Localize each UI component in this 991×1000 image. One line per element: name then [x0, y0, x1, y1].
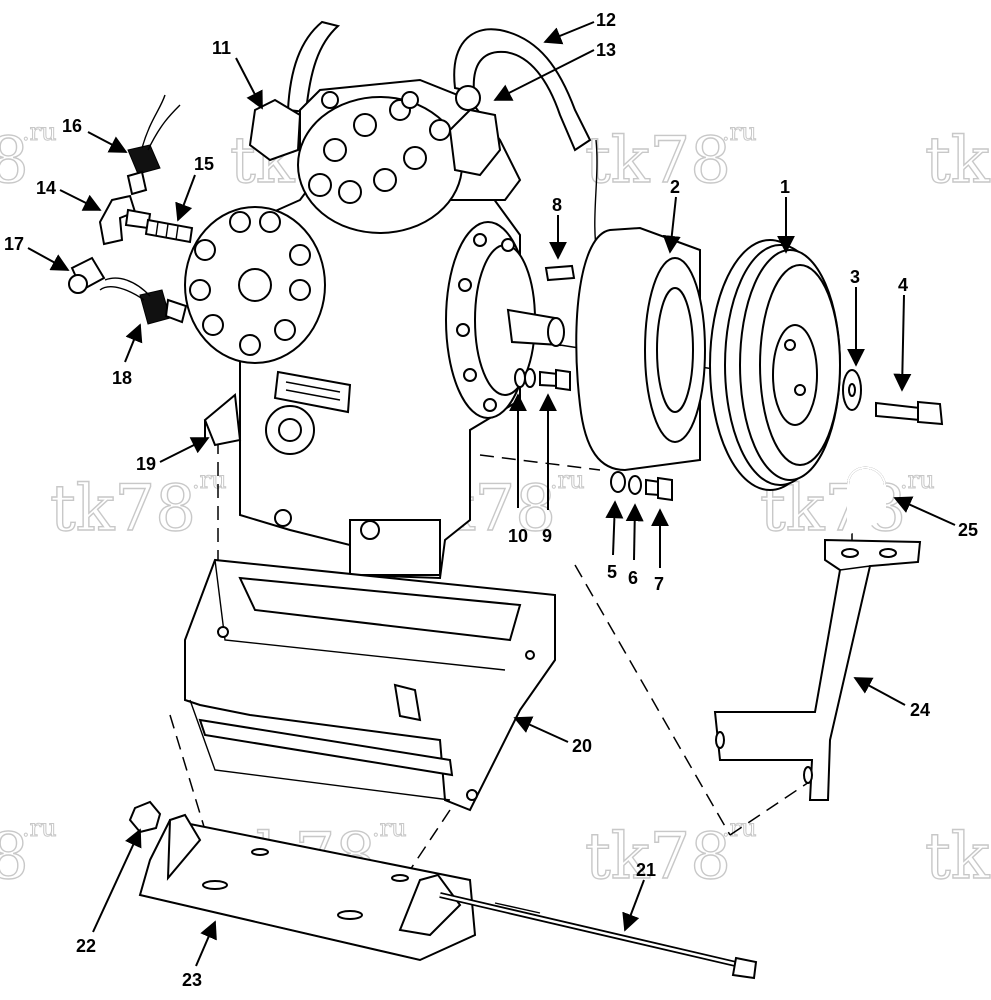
mount-tube [198, 718, 454, 777]
watermark-suffix: .ru [22, 118, 57, 146]
callout-15: 15 [194, 154, 214, 174]
callout-16: 16 [62, 116, 82, 136]
callout-2: 2 [670, 177, 680, 197]
mount-bracket-20 [184, 558, 556, 812]
watermark-suffix: .ru [192, 466, 227, 494]
callout-14: 14 [36, 178, 56, 198]
callout-18: 18 [112, 368, 132, 388]
callout-20: 20 [572, 736, 592, 756]
callout-1: 1 [780, 177, 790, 197]
bolt-4 [875, 400, 944, 426]
lockwasher-5-6 [610, 471, 642, 495]
callout-12: 12 [596, 10, 616, 30]
callout-17: 17 [4, 234, 24, 254]
nipple-15 [144, 218, 194, 244]
callout-13: 13 [596, 40, 616, 60]
clutch-pulley [709, 239, 841, 491]
callout-4: 4 [898, 275, 908, 295]
nut-22 [128, 800, 162, 834]
base-plate-23 [138, 813, 477, 962]
callout-25: 25 [958, 520, 978, 540]
key [544, 264, 576, 282]
fitting-17 [68, 256, 106, 294]
callout-24: 24 [910, 700, 930, 720]
discharge-pipe [286, 20, 599, 261]
washer-3 [842, 369, 862, 411]
watermark-row-2: tk78 .ru tk78 .ru tk78 .ru [49, 466, 935, 547]
flange-bolts [456, 233, 515, 412]
watermark-fragment: 8 [0, 820, 29, 894]
callout-leaders [27, 21, 956, 967]
head-bolts-left [189, 211, 311, 356]
callout-10: 10 [508, 526, 528, 546]
watermark-fragment: 8 [0, 124, 29, 198]
watermark-suffix: .ru [372, 814, 407, 842]
callout-8: 8 [552, 195, 562, 215]
callout-19: 19 [136, 454, 156, 474]
watermark-suffix: .ru [900, 466, 935, 494]
bolt-21 [439, 892, 758, 980]
watermark-text: tk78 [585, 820, 731, 894]
switch-18 [99, 277, 188, 325]
callout-21: 21 [636, 860, 656, 880]
callout-9: 9 [542, 526, 552, 546]
support-bracket-24 [713, 538, 922, 801]
head-bolts-upper [308, 91, 451, 204]
name-plate [273, 370, 352, 414]
bolt-7 [645, 476, 673, 502]
clutch-field-coil [575, 226, 706, 472]
callout-labels: 1 2 3 4 5 6 7 8 9 10 11 12 13 14 15 16 1… [4, 10, 978, 990]
watermark-suffix: .ru [550, 466, 585, 494]
callout-3: 3 [850, 267, 860, 287]
callout-11: 11 [212, 38, 231, 58]
callout-6: 6 [628, 568, 638, 588]
compressor-body [184, 78, 565, 580]
switch-16 [126, 94, 181, 196]
bolt-9-washer-10 [514, 368, 571, 392]
watermark-text: tk78 [925, 124, 991, 198]
fitting-tee-14 [98, 194, 152, 246]
watermark-text: tk78 [50, 472, 196, 546]
callout-7: 7 [654, 574, 664, 594]
watermark-text: tk78 [925, 820, 991, 894]
watermark-suffix: .ru [22, 814, 57, 842]
watermark-text: tk78 [585, 124, 731, 198]
callout-5: 5 [607, 562, 617, 582]
callout-22: 22 [76, 936, 96, 956]
callout-23: 23 [182, 970, 202, 990]
watermark-suffix: .ru [722, 118, 757, 146]
u-bolt-25 [847, 466, 886, 535]
